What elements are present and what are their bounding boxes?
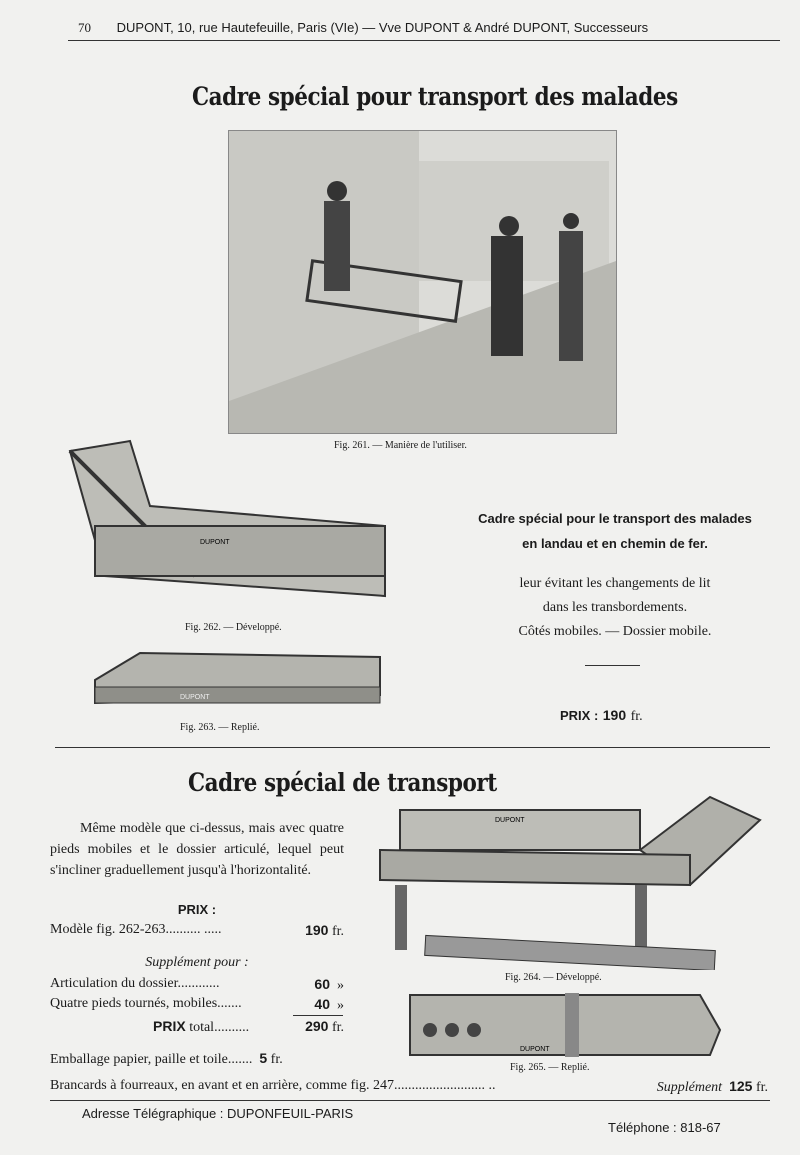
fig264-illustration: DUPONT (370, 775, 765, 970)
header-rule (68, 40, 780, 41)
supplement-row: Quatre pieds tournés, mobiles....... 40 … (50, 996, 344, 1014)
frame-folded-drawing: DUPONT (94, 651, 381, 705)
unit: fr. (755, 1080, 768, 1095)
headline-line-1: Cadre spécial pour le transport des mala… (478, 511, 752, 526)
fig265-illustration: DUPONT (400, 985, 735, 1065)
fig262-caption: Fig. 262. — Développé. (185, 622, 282, 633)
prix-heading: PRIX : (177, 902, 217, 917)
fig264-caption: Fig. 264. — Développé. (505, 972, 602, 983)
svg-text:DUPONT: DUPONT (180, 694, 210, 701)
supplement-price: 40 (314, 996, 330, 1012)
section1-title: Cadre spécial pour transport des malades (192, 82, 678, 111)
supplement-heading: Supplément pour : (145, 955, 249, 970)
frame-folded-legs-drawing: DUPONT (409, 993, 722, 1057)
fig263-caption: Fig. 263. — Replié. (180, 722, 260, 733)
total-row: PRIX total.......... 290 fr. (153, 1018, 344, 1036)
ditto-mark: » (337, 978, 344, 993)
sum-rule (293, 1015, 343, 1016)
unit: fr. (331, 1020, 344, 1035)
train-platform-drawing (229, 131, 616, 433)
section1-description: leur évitant les changements de lit dans… (460, 572, 770, 644)
fig262-illustration: DUPONT (65, 436, 420, 616)
section2-title: Cadre spécial de transport (188, 768, 497, 797)
supplement-label: Quatre pieds tournés, mobiles....... (50, 996, 242, 1011)
section1-price: PRIX : 190 fr. (560, 707, 643, 725)
supplement-label: Supplément (656, 1080, 723, 1095)
price-label: PRIX : (560, 708, 599, 723)
brand-plate: DUPONT (200, 539, 230, 546)
model-price-row: Modèle fig. 262-263.......... ..... 190 … (50, 922, 344, 940)
brancards-row: Brancards à fourreaux, en avant et en ar… (50, 1078, 768, 1096)
section2-description: Même modèle que ci-dessus, mais avec qua… (50, 821, 344, 878)
section-divider (55, 747, 770, 748)
headline-line-2: en landau et en chemin de fer. (522, 536, 708, 551)
total-label: total.......... (189, 1020, 250, 1035)
footer-rule (50, 1100, 770, 1101)
telegraph-address: Adresse Télégraphique : DUPONFEUIL-PARIS (82, 1106, 354, 1121)
total-label-bold: PRIX (153, 1018, 186, 1034)
short-divider (585, 665, 640, 666)
brancards-label: Brancards à fourreaux, en avant et en ar… (50, 1078, 496, 1093)
frame-developed-drawing: DUPONT (68, 439, 386, 598)
model-price: 190 (305, 922, 329, 938)
ditto-mark: » (337, 998, 344, 1013)
price-unit: fr. (630, 709, 643, 724)
packing-price: 5 (259, 1050, 268, 1066)
svg-text:DUPONT: DUPONT (495, 817, 525, 824)
desc-line-3: Côtés mobiles. — Dossier mobile. (518, 624, 712, 639)
page-number: 70 (78, 20, 91, 35)
desc-line-2: dans les transbordements. (542, 600, 688, 615)
desc-line-1: leur évitant les changements de lit (519, 576, 711, 591)
header-line: DUPONT, 10, rue Hautefeuille, Paris (VIe… (116, 20, 649, 35)
fig261-illustration (228, 130, 617, 434)
unit: fr. (270, 1052, 283, 1067)
section1-headline: Cadre spécial pour le transport des mala… (440, 506, 790, 556)
packing-row: Emballage papier, paille et toile.......… (50, 1050, 283, 1068)
supplement-price: 60 (314, 976, 330, 992)
fig263-illustration: DUPONT (90, 645, 400, 715)
packing-label: Emballage papier, paille et toile....... (50, 1052, 253, 1067)
brancards-price: 125 (729, 1078, 753, 1094)
model-label: Modèle fig. 262-263.......... ..... (50, 922, 222, 937)
price-value: 190 (602, 707, 627, 723)
telephone: Téléphone : 818-67 (608, 1120, 721, 1135)
svg-text:DUPONT: DUPONT (520, 1046, 550, 1053)
fig265-caption: Fig. 265. — Replié. (510, 1062, 590, 1073)
supplement-label: Articulation du dossier............ (50, 976, 220, 991)
running-header: 70 DUPONT, 10, rue Hautefeuille, Paris (… (78, 20, 648, 36)
supplement-row: Articulation du dossier............ 60 » (50, 976, 344, 994)
total-price: 290 (305, 1018, 329, 1034)
frame-with-legs-drawing: DUPONT (379, 795, 762, 970)
unit: fr. (331, 924, 344, 939)
fig261-caption: Fig. 261. — Manière de l'utiliser. (334, 440, 467, 451)
